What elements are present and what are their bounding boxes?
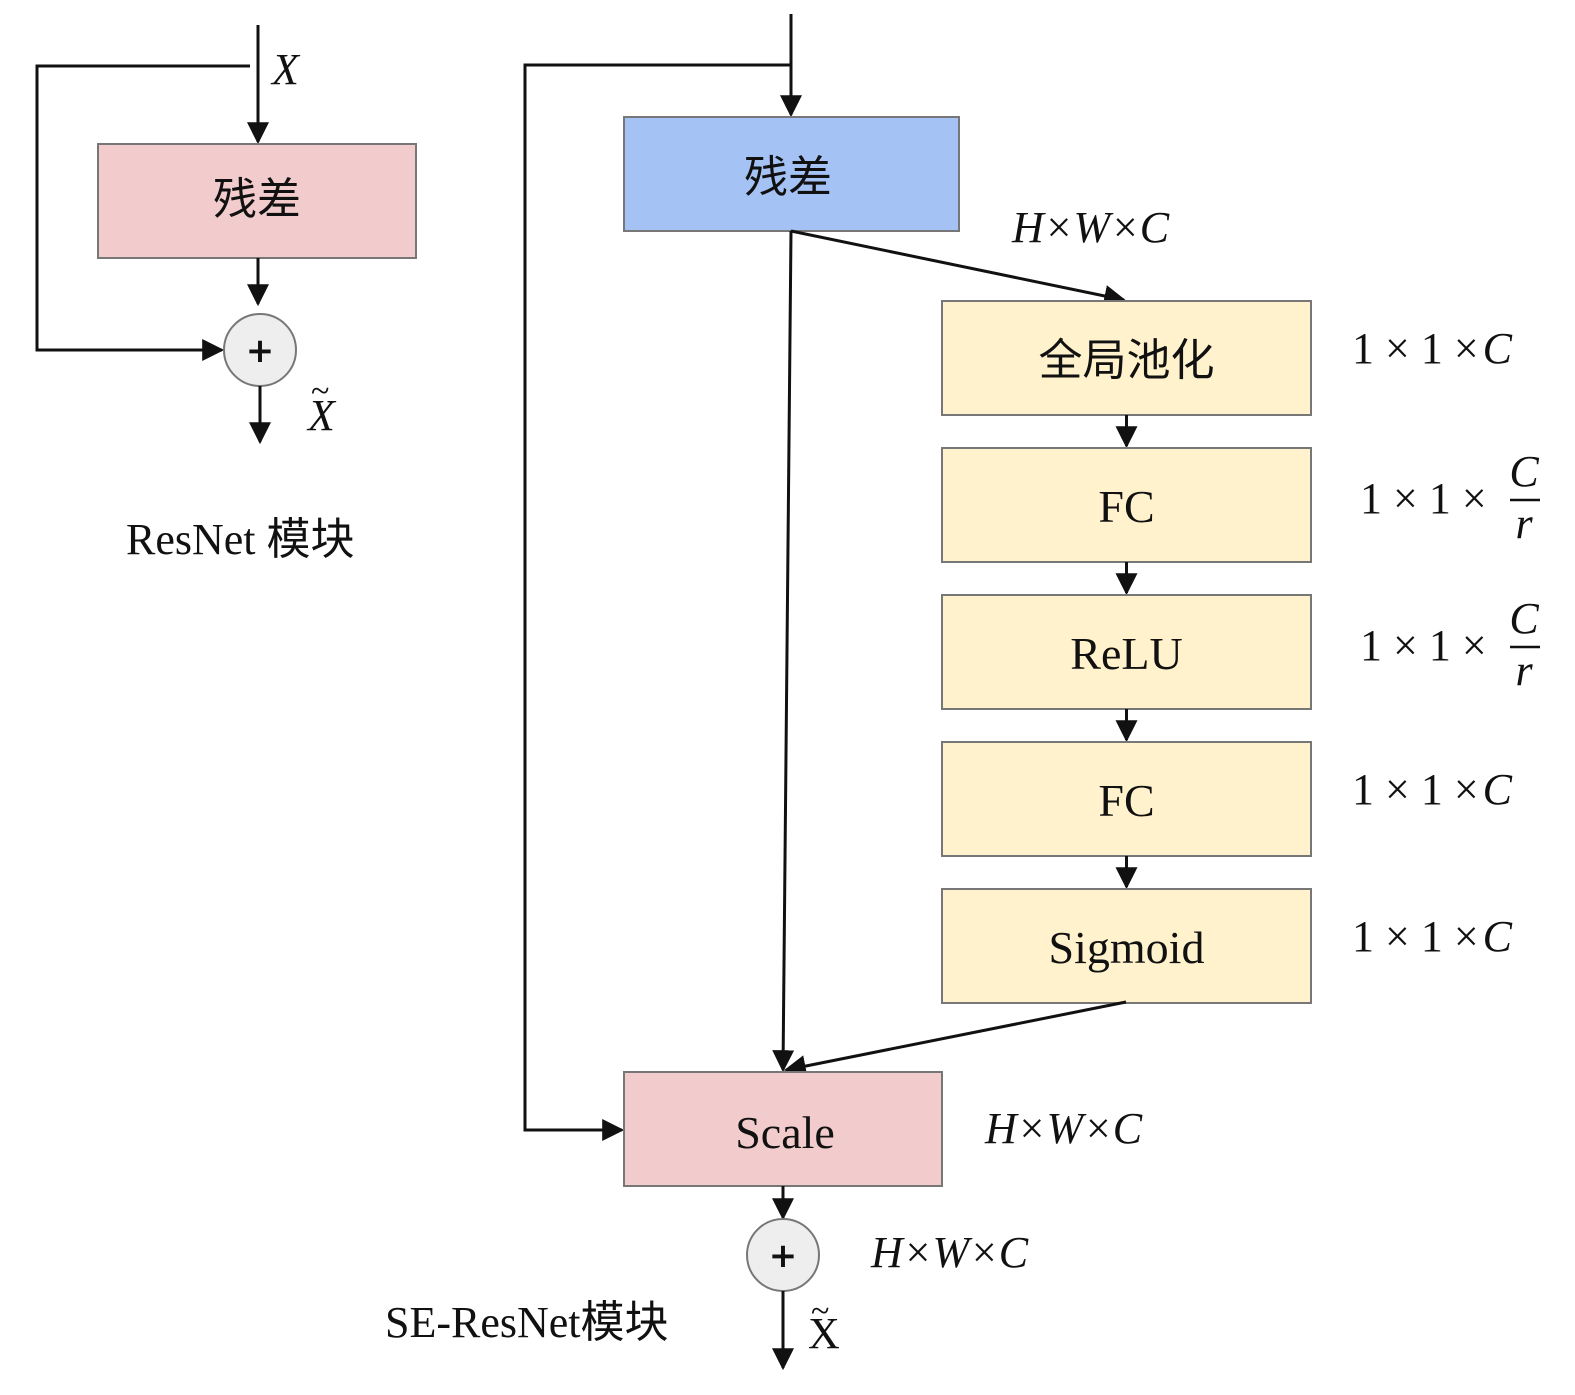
excitation-dim-var-1: C (1483, 324, 1513, 373)
excitation-dim-numerator-3: C (1509, 594, 1539, 643)
resnet-input-label: X (270, 45, 301, 94)
excitation-block-1 (941, 300, 1312, 416)
excitation-dim-numerator-2: C (1509, 447, 1539, 496)
excitation-dim-prefix-3: 1 × 1 × (1360, 621, 1487, 670)
excitation-dim-1: 1 × 1 ×C (1352, 324, 1513, 373)
se-output-label: X (808, 1309, 840, 1358)
se-skip-connection (523, 63, 791, 1141)
se-excitation-to-scale-arrow (783, 1000, 1127, 1077)
resnet-output-label: X (306, 391, 337, 440)
excitation-block-2 (941, 447, 1312, 563)
excitation-block-label-1: 全局池化 (1039, 335, 1215, 386)
excitation-block-label-2: FC (1098, 481, 1154, 532)
resnet-residual-label: 残差 (213, 174, 301, 225)
resnet-sum-plus: + (246, 331, 275, 371)
excitation-dim-denominator-2: r (1515, 499, 1533, 548)
excitation-block-label-4: FC (1098, 775, 1154, 826)
se-residual-label: 残差 (744, 152, 832, 203)
se-residual-dim: H×W×C (1011, 203, 1170, 252)
se-scale-dim: H×W×C (984, 1104, 1143, 1153)
excitation-block-label-5: Sigmoid (1049, 922, 1205, 973)
excitation-block-5 (941, 888, 1312, 1004)
se-output-tilde: ~ (811, 1293, 829, 1330)
excitation-block-3 (941, 594, 1312, 710)
se-resnet-caption: SE-ResNet模块 (385, 1298, 669, 1347)
excitation-dim-prefix-5: 1 × 1 × (1352, 912, 1479, 961)
excitation-block-4 (941, 741, 1312, 857)
resnet-output-tilde: ~ (311, 373, 329, 410)
excitation-dim-var-4: C (1483, 765, 1513, 814)
excitation-dim-var-5: C (1483, 912, 1513, 961)
se-identity-path-arrow (772, 230, 795, 1073)
resnet-skip-connection (35, 64, 250, 361)
excitation-dim-4: 1 × 1 ×C (1352, 765, 1513, 814)
excitation-dim-prefix-2: 1 × 1 × (1360, 474, 1487, 523)
se-scale-label: Scale (735, 1107, 835, 1158)
excitation-dim-5: 1 × 1 ×C (1352, 912, 1513, 961)
resnet-residual-box (97, 143, 417, 259)
excitation-block-label-3: ReLU (1070, 628, 1182, 679)
se-sum-plus: + (769, 1236, 798, 1276)
excitation-dim-prefix-1: 1 × 1 × (1352, 324, 1479, 373)
excitation-dim-denominator-3: r (1515, 646, 1533, 695)
se-residual-box (623, 116, 960, 232)
se-scale-box (623, 1071, 943, 1187)
se-sum-dim: H×W×C (870, 1228, 1029, 1277)
excitation-dim-prefix-4: 1 × 1 × (1352, 765, 1479, 814)
resnet-caption: ResNet 模块 (126, 515, 355, 564)
se-squeeze-branch-arrow (790, 229, 1127, 307)
resnet-module: X 残差 + X ~ ResNet 模块 (35, 25, 417, 564)
